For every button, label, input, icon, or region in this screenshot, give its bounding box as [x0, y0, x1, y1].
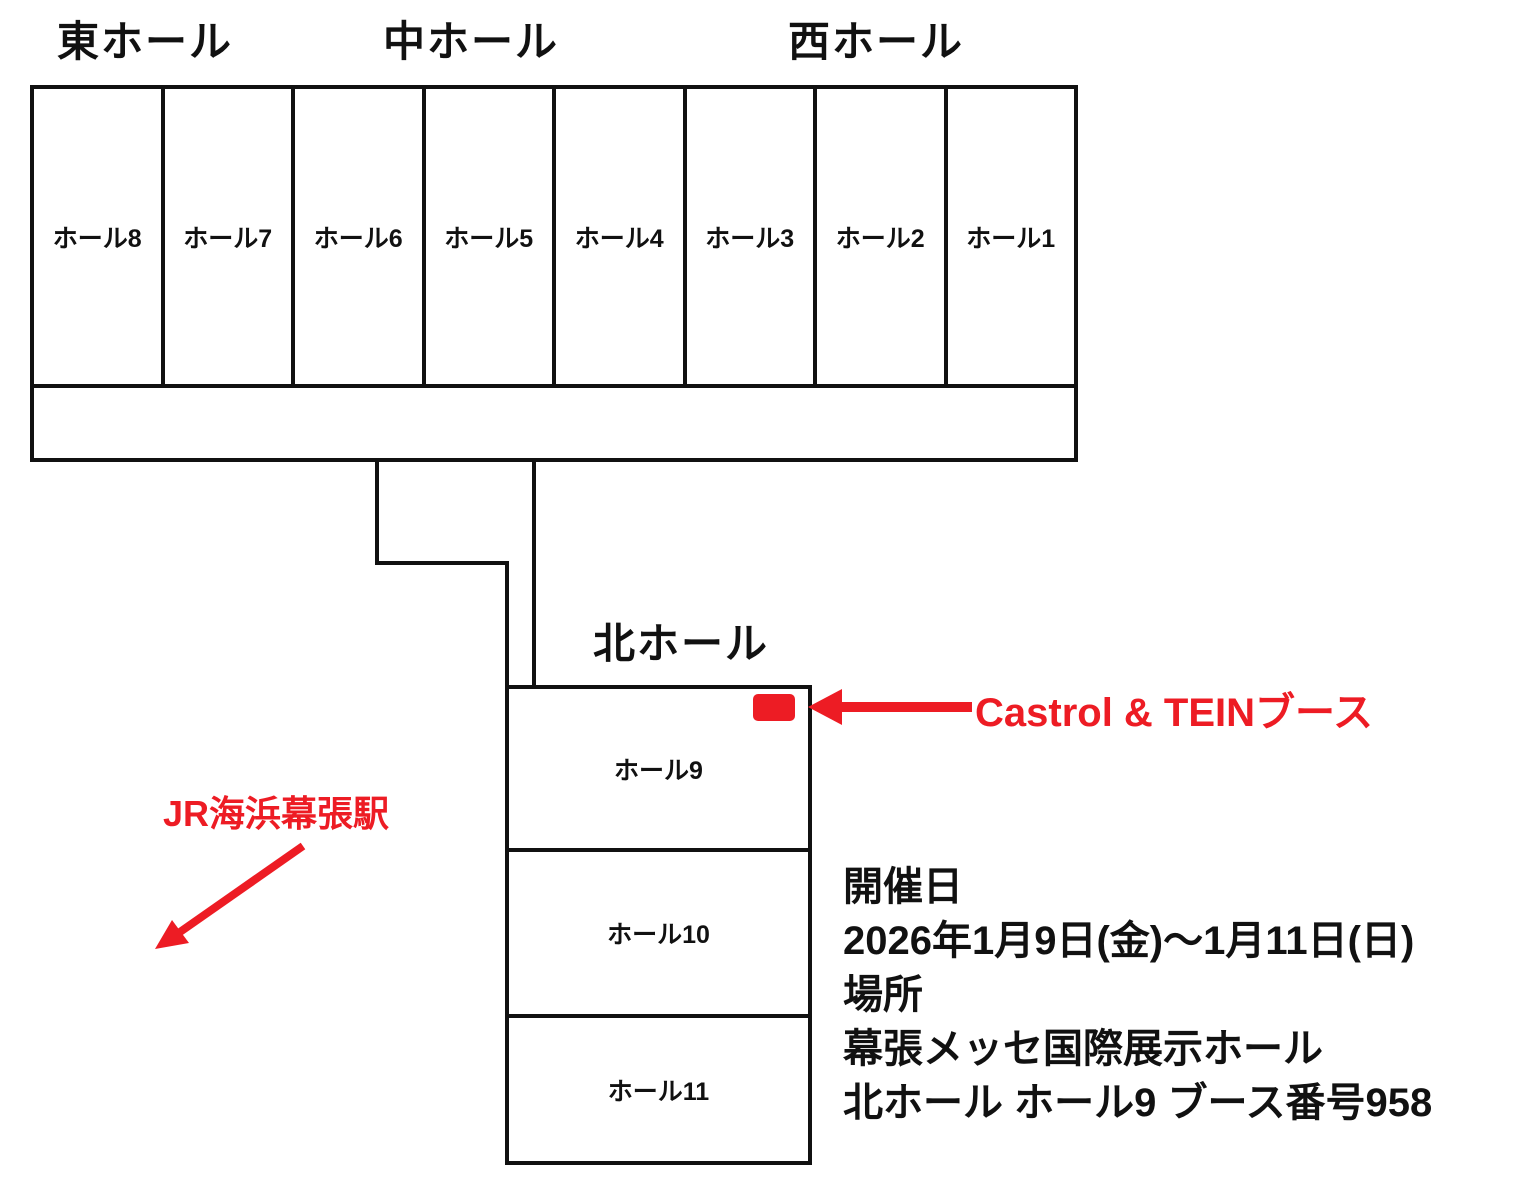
station-arrow: [155, 842, 306, 949]
top-hall-row: ホール8 ホール7 ホール6 ホール5 ホール4 ホール3 ホール2 ホール1: [30, 85, 1078, 388]
booth-arrow: [808, 689, 972, 725]
west-hall-area-label: 西ホール: [788, 18, 965, 65]
east-hall-area-label: 東ホール: [57, 18, 234, 65]
hall-4-label: ホール4: [574, 224, 664, 253]
passage-line-left-lower: [505, 561, 509, 689]
hall-2-label: ホール2: [835, 224, 925, 253]
hall-10-label: ホール10: [607, 921, 710, 949]
event-booth-location: 北ホール ホール9 ブース番号958: [843, 1081, 1433, 1125]
hall-1: ホール1: [943, 85, 1078, 388]
north-hall-area-label: 北ホール: [593, 620, 770, 667]
hall-5-label: ホール5: [444, 224, 534, 253]
event-date-heading: 開催日: [843, 865, 963, 909]
booth-callout-label: Castrol & TEINブース: [975, 691, 1374, 735]
hall-3: ホール3: [682, 85, 817, 388]
hall-2: ホール2: [813, 85, 948, 388]
hall-8: ホール8: [30, 85, 165, 388]
hall-10: ホール10: [505, 848, 812, 1018]
event-place-heading: 場所: [843, 973, 923, 1017]
hall-5: ホール5: [421, 85, 556, 388]
hall-6-label: ホール6: [313, 224, 403, 253]
hall-7: ホール7: [160, 85, 295, 388]
corridor: [30, 384, 1078, 462]
hall-8-label: ホール8: [52, 224, 142, 253]
passage-line-left-upper: [375, 462, 379, 565]
passage-line-right: [532, 462, 536, 689]
event-date-value: 2026年1月9日(金)～1月11日(日): [843, 919, 1415, 963]
hall-3-label: ホール3: [705, 224, 795, 253]
hall-9-label: ホール9: [614, 756, 703, 785]
hall-7-label: ホール7: [183, 224, 273, 253]
station-callout-label: JR海浜幕張駅: [163, 793, 390, 834]
event-info: 開催日 2026年1月9日(金)～1月11日(日) 場所 幕張メッセ国際展示ホー…: [843, 860, 1432, 1130]
middle-hall-area-label: 中ホール: [383, 18, 560, 65]
hall-1-label: ホール1: [966, 224, 1056, 253]
hall-11-label: ホール11: [607, 1077, 710, 1106]
hall-4: ホール4: [552, 85, 687, 388]
passage-line-step: [375, 561, 509, 565]
hall-11: ホール11: [505, 1014, 812, 1165]
event-place-value: 幕張メッセ国際展示ホール: [843, 1027, 1323, 1071]
booth-marker: [753, 694, 795, 721]
hall-6: ホール6: [291, 85, 426, 388]
